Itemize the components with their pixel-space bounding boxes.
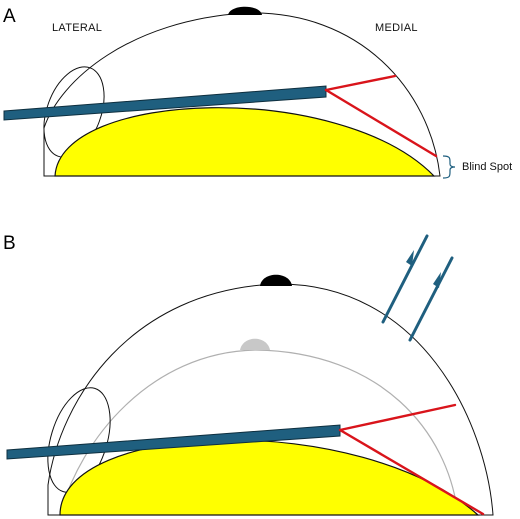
nipple-marker xyxy=(228,6,262,15)
blind-spot-label: Blind Spot xyxy=(462,161,512,173)
panel-a: A LATERAL MEDIAL Blind Spot xyxy=(3,6,512,179)
red-ray-fan xyxy=(338,403,485,516)
probe-bar xyxy=(3,85,327,121)
lateral-oval xyxy=(43,66,105,158)
medial-label: MEDIAL xyxy=(375,22,418,34)
probe-bar xyxy=(6,424,341,460)
arrowheads xyxy=(406,250,441,288)
lateral-label: LATERAL xyxy=(52,22,102,34)
nipple-marker xyxy=(260,274,292,286)
red-ray-fan xyxy=(324,74,438,158)
panel-a-letter: A xyxy=(3,6,16,27)
up-right-arrow-icon xyxy=(381,234,454,342)
curly-bracket-icon xyxy=(442,155,456,179)
inner-nipple-marker xyxy=(240,338,270,350)
panel-b: B xyxy=(3,233,494,516)
panel-b-letter: B xyxy=(3,233,16,254)
yellow-lens xyxy=(54,107,436,177)
